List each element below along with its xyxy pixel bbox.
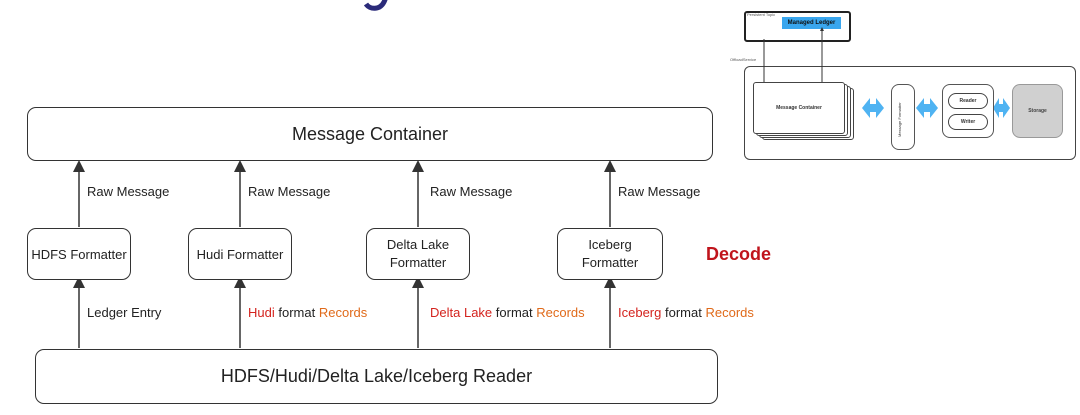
- hudi-records-word: Records: [318, 305, 368, 320]
- iceberg-format-name: Iceberg: [618, 305, 662, 320]
- thumb-persistent-topic-box: [744, 11, 851, 42]
- message-container-box: Message Container: [27, 107, 713, 161]
- iceberg-formatter-line1: Iceberg: [588, 237, 632, 252]
- hudi-format-name: Hudi: [248, 305, 275, 320]
- hudi-format-word: format: [278, 305, 316, 320]
- delta-lake-formatter-line1: Delta Lake: [386, 237, 450, 252]
- hdfs-formatter-label: HDFS Formatter: [31, 246, 127, 262]
- raw-message-label-4: Raw Message: [618, 184, 701, 199]
- thumb-persistent-topic-label: Persistent Topic: [747, 12, 776, 17]
- decode-label: Decode: [706, 244, 772, 264]
- ledger-entry-label: Ledger Entry: [87, 305, 161, 320]
- thumb-storage-box: Storage: [1012, 84, 1063, 138]
- raw-message-label-2: Raw Message: [248, 184, 331, 199]
- hudi-records-label: Hudi format Records: [248, 305, 367, 320]
- thumb-message-container-label: Message Container: [776, 105, 822, 111]
- thumb-reader-writer-box: Reader Writer: [942, 84, 994, 138]
- delta-lake-records-label: Delta Lake format Records: [430, 305, 585, 320]
- hudi-formatter-label: Hudi Formatter: [196, 246, 284, 262]
- iceberg-formatter-box: Iceberg Formatter: [557, 228, 663, 280]
- thumb-message-formatter-label: Message Formatter: [897, 102, 902, 137]
- iceberg-records-word: Records: [705, 305, 754, 320]
- delta-lake-formatter-line2: Formatter: [389, 255, 447, 270]
- thumb-writer-pill: Writer: [948, 114, 988, 130]
- thumb-double-arrows: [862, 98, 1010, 118]
- hdfs-formatter-box: HDFS Formatter: [27, 228, 131, 280]
- reader-box: HDFS/Hudi/Delta Lake/Iceberg Reader: [35, 349, 718, 404]
- delta-lake-format-name: Delta Lake: [430, 305, 493, 320]
- title-fragment-glyph: [363, 0, 388, 11]
- thumb-message-container-front: Message Container: [753, 82, 845, 134]
- thumb-arrows: [762, 27, 824, 86]
- message-container-label: Message Container: [291, 123, 449, 144]
- iceberg-records-label: Iceberg format Records: [618, 305, 754, 320]
- thumb-offload-label: OffloadService: [730, 57, 757, 62]
- raw-message-label-1: Raw Message: [87, 184, 170, 199]
- delta-lake-records-word: Records: [536, 305, 585, 320]
- thumb-managed-ledger: Managed Ledger: [782, 17, 841, 29]
- raw-message-label-3: Raw Message: [430, 184, 513, 199]
- thumb-message-formatter-box: Message Formatter: [891, 84, 915, 150]
- delta-lake-formatter-box: Delta Lake Formatter: [366, 228, 470, 280]
- thumb-reader-pill: Reader: [948, 93, 988, 109]
- iceberg-formatter-line2: Formatter: [581, 255, 639, 270]
- ledger-entry-text: Ledger Entry: [87, 305, 162, 320]
- iceberg-format-word: format: [665, 305, 702, 320]
- thumb-double-arrow-2: [916, 98, 938, 118]
- thumb-offload-box: [744, 66, 1076, 160]
- delta-lake-format-word: format: [495, 305, 533, 320]
- thumb-double-arrow-3: [993, 98, 1010, 118]
- thumb-double-arrow-1: [862, 98, 884, 118]
- reader-label: HDFS/Hudi/Delta Lake/Iceberg Reader: [220, 366, 533, 386]
- hudi-formatter-box: Hudi Formatter: [188, 228, 292, 280]
